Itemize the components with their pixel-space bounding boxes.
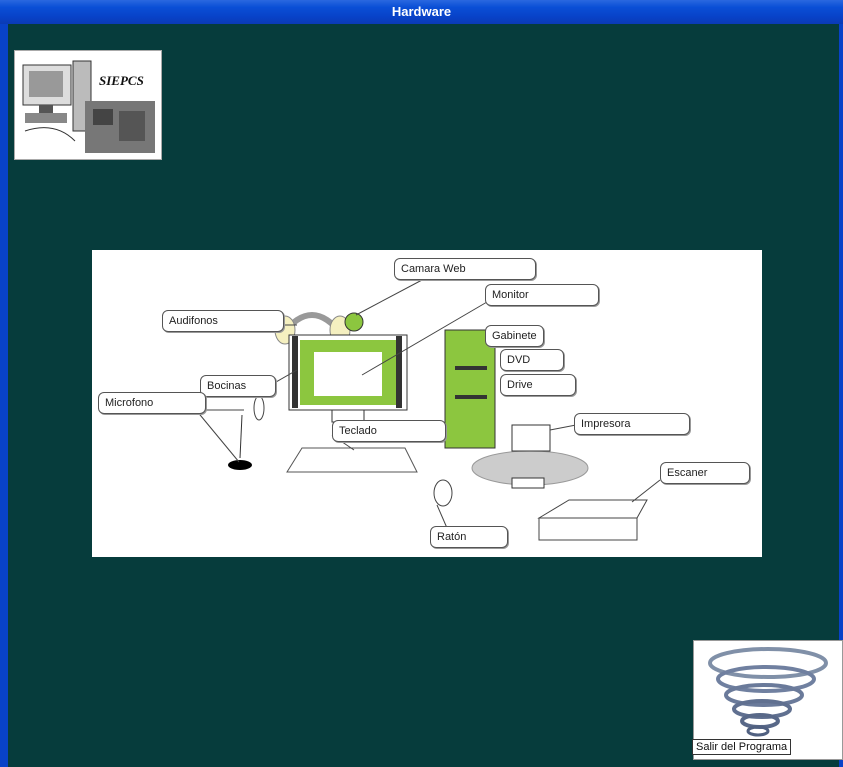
exit-program-label[interactable]: Salir del Programa [692,739,792,755]
spiral-icon [708,647,828,737]
callout-audifonos: Audifonos [162,310,284,332]
hardware-diagram: Camara Web Monitor Audifonos Gabinete DV… [92,250,762,557]
callout-impresora: Impresora [574,413,690,435]
callout-bocinas: Bocinas [200,375,276,397]
callout-monitor: Monitor [485,284,599,306]
callout-drive: Drive [500,374,576,396]
callout-gabinete: Gabinete [485,325,544,347]
logo-text: SIEPCS [99,73,144,88]
logo-illustration [22,60,155,153]
diagram-illustration [195,279,661,541]
callout-camara-web: Camara Web [394,258,536,280]
window-frame-right [839,24,843,767]
callout-teclado: Teclado [332,420,446,442]
callout-escaner: Escaner [660,462,750,484]
callout-microfono: Microfono [98,392,206,414]
callout-raton: Ratón [430,526,508,548]
exit-program-button[interactable]: Salir del Programa [692,640,843,760]
window-frame-left [0,24,8,767]
callout-dvd: DVD [500,349,564,371]
siepcs-logo: SIEPCS [14,50,162,160]
window-title: Hardware [0,0,843,24]
